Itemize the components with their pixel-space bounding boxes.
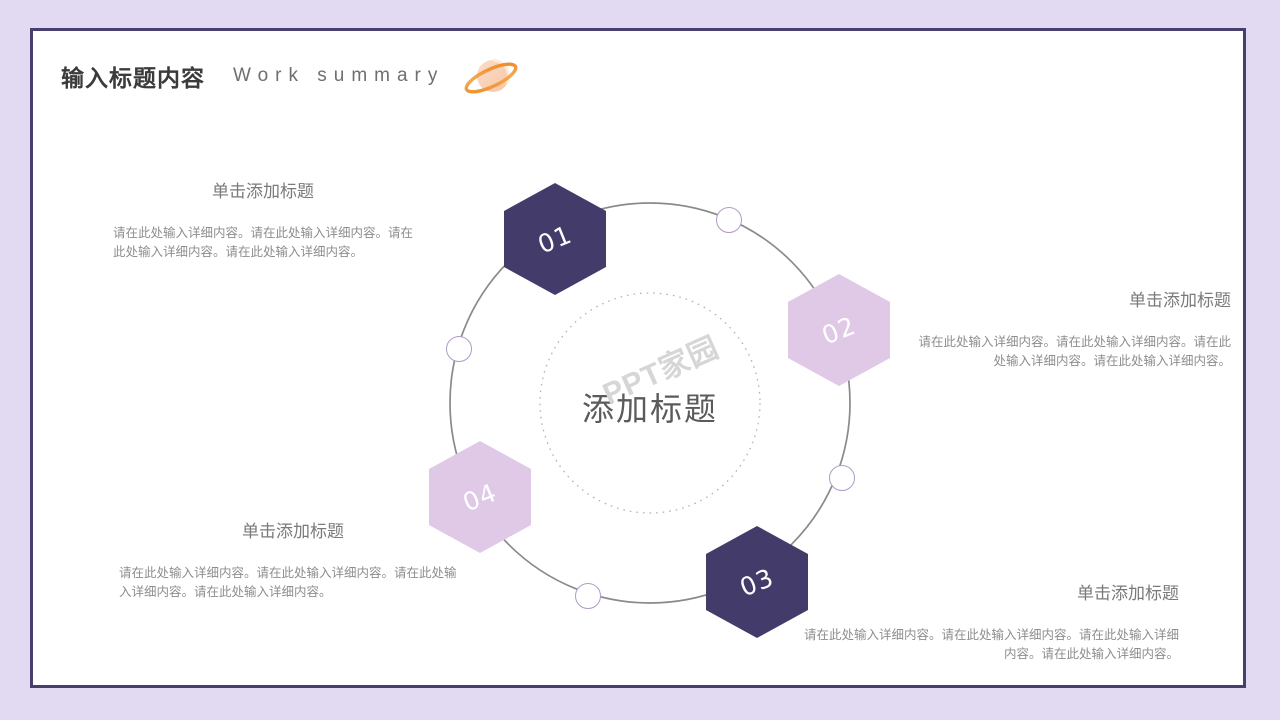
ring-node-dot-bottom-left <box>575 583 601 609</box>
text-block-4-body[interactable]: 请在此处输入详细内容。请在此处输入详细内容。请在此处输入详细内容。请在此处输入详… <box>803 628 1179 662</box>
hexagon-node-03-number: 03 <box>735 562 779 602</box>
text-block-2-heading[interactable]: 单击添加标题 <box>1129 291 1231 310</box>
text-block-4: 单击添加标题 请在此处输入详细内容。请在此处输入详细内容。请在此处输入详细内容。… <box>803 579 1179 665</box>
text-block-2-body[interactable]: 请在此处输入详细内容。请在此处输入详细内容。请在此处输入详细内容。请在此处输入详… <box>918 335 1231 369</box>
slide-header: 输入标题内容 Work summary <box>61 53 522 99</box>
text-block-3-body[interactable]: 请在此处输入详细内容。请在此处输入详细内容。请在此处输入详细内容。请在此处输入详… <box>119 566 457 600</box>
ring-node-dot-left <box>446 336 472 362</box>
text-block-3: 单击添加标题 请在此处输入详细内容。请在此处输入详细内容。请在此处输入详细内容。… <box>119 517 467 603</box>
text-block-1: 单击添加标题 请在此处输入详细内容。请在此处输入详细内容。请在此处输入详细内容。… <box>113 177 413 263</box>
hexagon-node-01-number: 01 <box>533 219 577 259</box>
page-title-cn: 输入标题内容 <box>61 65 205 91</box>
diagram-rings <box>449 202 851 604</box>
hexagon-node-03[interactable]: 03 <box>706 526 808 638</box>
text-block-4-heading[interactable]: 单击添加标题 <box>1077 584 1179 603</box>
text-block-1-heading[interactable]: 单击添加标题 <box>212 182 314 201</box>
ring-node-dot-bottom-right <box>829 465 855 491</box>
saturn-planet-icon <box>460 55 522 101</box>
circular-diagram: 添加标题 PPT家园 01 02 03 04 <box>413 171 893 638</box>
text-block-1-body[interactable]: 请在此处输入详细内容。请在此处输入详细内容。请在此处输入详细内容。请在此处输入详… <box>113 226 414 260</box>
hexagon-node-02-number: 02 <box>817 310 861 350</box>
text-block-3-heading[interactable]: 单击添加标题 <box>242 522 344 541</box>
slide-canvas: 输入标题内容 Work summary <box>30 28 1246 688</box>
hexagon-node-04-number: 04 <box>458 477 502 517</box>
page-title-en: Work summary <box>233 65 445 86</box>
text-block-2: 单击添加标题 请在此处输入详细内容。请在此处输入详细内容。请在此处输入详细内容。… <box>913 286 1231 372</box>
ring-node-dot-top-right <box>716 207 742 233</box>
